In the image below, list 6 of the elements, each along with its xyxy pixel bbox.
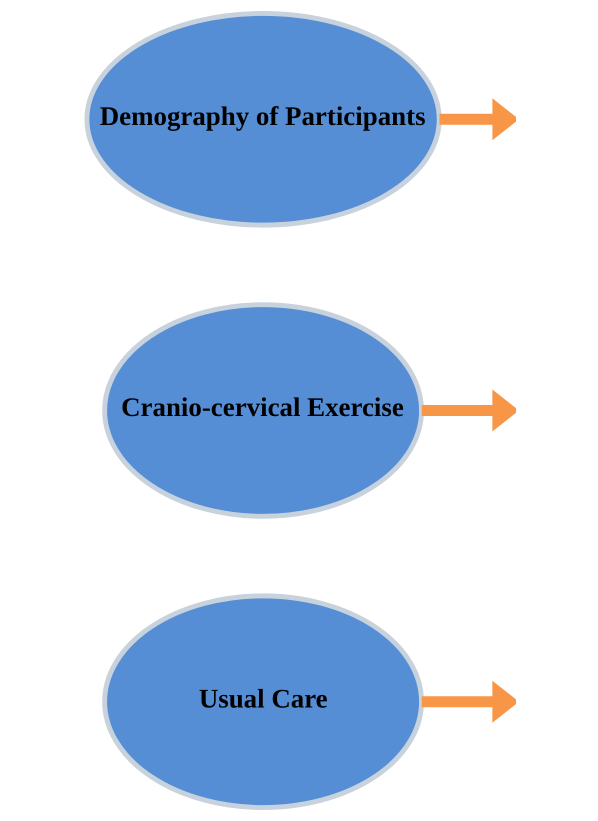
node-ellipse: Cranio-cervical Exercise (102, 302, 424, 519)
node-ellipse: Usual Care (102, 593, 424, 810)
arrow (422, 680, 516, 723)
node-ellipse: Demography of Participants (84, 11, 442, 228)
arrow (422, 390, 516, 432)
arrow (439, 98, 516, 140)
